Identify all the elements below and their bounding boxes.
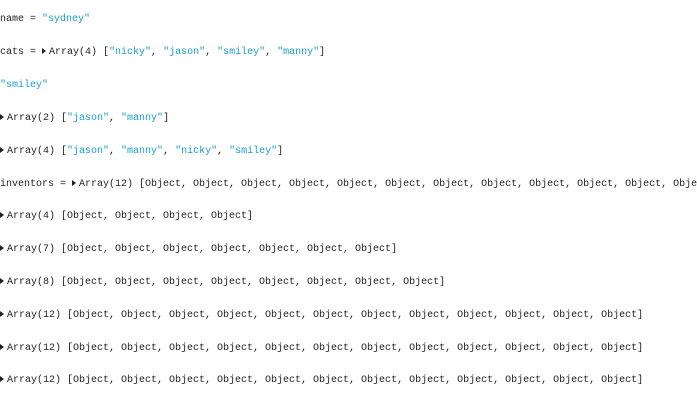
array-close: ] — [163, 113, 170, 124]
disclosure-triangle-icon[interactable] — [0, 212, 4, 218]
variable-label: cats = — [0, 47, 43, 58]
disclosure-triangle-icon[interactable] — [0, 114, 4, 120]
console-line-array: Array(8) [Object, Object, Object, Object… — [0, 276, 640, 290]
array-item: "jason" — [67, 113, 110, 124]
console-line-name: name = "sydney" — [0, 13, 640, 27]
console-line-array: Array(4) [Object, Object, Object, Object… — [0, 210, 640, 224]
array-summary[interactable]: Array(4) [ — [7, 146, 68, 157]
array-item: "manny" — [277, 47, 320, 58]
array-item: "nicky" — [175, 146, 218, 157]
disclosure-triangle-icon[interactable] — [0, 311, 4, 317]
disclosure-triangle-icon[interactable] — [0, 376, 4, 382]
disclosure-triangle-icon[interactable] — [0, 147, 4, 153]
console-line-array: Array(12) [Object, Object, Object, Objec… — [0, 342, 644, 356]
array-summary[interactable]: Array(4) [Object, Object, Object, Object… — [7, 211, 254, 222]
string-value[interactable]: "smiley" — [0, 80, 49, 91]
console-line-array: Array(12) [Object, Object, Object, Objec… — [0, 309, 644, 323]
array-summary[interactable]: Array(12) [Object, Object, Object, Objec… — [79, 179, 697, 190]
array-close: ] — [319, 47, 326, 58]
disclosure-triangle-icon[interactable] — [42, 48, 47, 54]
variable-label: name = — [0, 14, 43, 25]
array-summary[interactable]: Array(2) [ — [7, 113, 68, 124]
array-item: "jason" — [67, 146, 110, 157]
array-item: "nicky" — [109, 47, 152, 58]
array-item: "manny" — [121, 146, 164, 157]
array-summary[interactable]: Array(12) [Object, Object, Object, Objec… — [7, 343, 644, 354]
disclosure-triangle-icon[interactable] — [72, 180, 77, 186]
console-line-inventors: inventors = Array(12) [Object, Object, O… — [0, 178, 697, 192]
console-line-cats: cats = Array(4) ["nicky", "jason", "smil… — [0, 47, 326, 58]
console-line-array: Array(7) [Object, Object, Object, Object… — [0, 243, 640, 257]
array-item: "smiley" — [229, 146, 278, 157]
disclosure-triangle-icon[interactable] — [0, 278, 4, 284]
array-summary[interactable]: Array(7) [Object, Object, Object, Object… — [7, 244, 398, 255]
string-value[interactable]: "sydney" — [42, 14, 91, 25]
array-summary[interactable]: Array(4) [ — [49, 47, 110, 58]
array-item: "manny" — [121, 113, 164, 124]
disclosure-triangle-icon[interactable] — [0, 344, 4, 350]
variable-label: inventors = — [0, 179, 73, 190]
array-close: ] — [277, 146, 284, 157]
array-summary[interactable]: Array(12) [Object, Object, Object, Objec… — [7, 310, 644, 321]
console-line-array: Array(4) ["jason", "manny", "nicky", "sm… — [0, 145, 640, 159]
array-item: "jason" — [163, 47, 206, 58]
console-output: name = "sydney" cats = Array(4) ["nicky"… — [0, 13, 697, 388]
disclosure-triangle-icon[interactable] — [0, 245, 4, 251]
console-line-string: "smiley" — [0, 79, 640, 93]
console-line-array: Array(12) [Object, Object, Object, Objec… — [0, 374, 644, 388]
array-item: "smiley" — [217, 47, 266, 58]
array-summary[interactable]: Array(12) [Object, Object, Object, Objec… — [7, 375, 644, 386]
array-summary[interactable]: Array(8) [Object, Object, Object, Object… — [7, 277, 446, 288]
console-line-array: Array(2) ["jason", "manny"] — [0, 112, 640, 126]
